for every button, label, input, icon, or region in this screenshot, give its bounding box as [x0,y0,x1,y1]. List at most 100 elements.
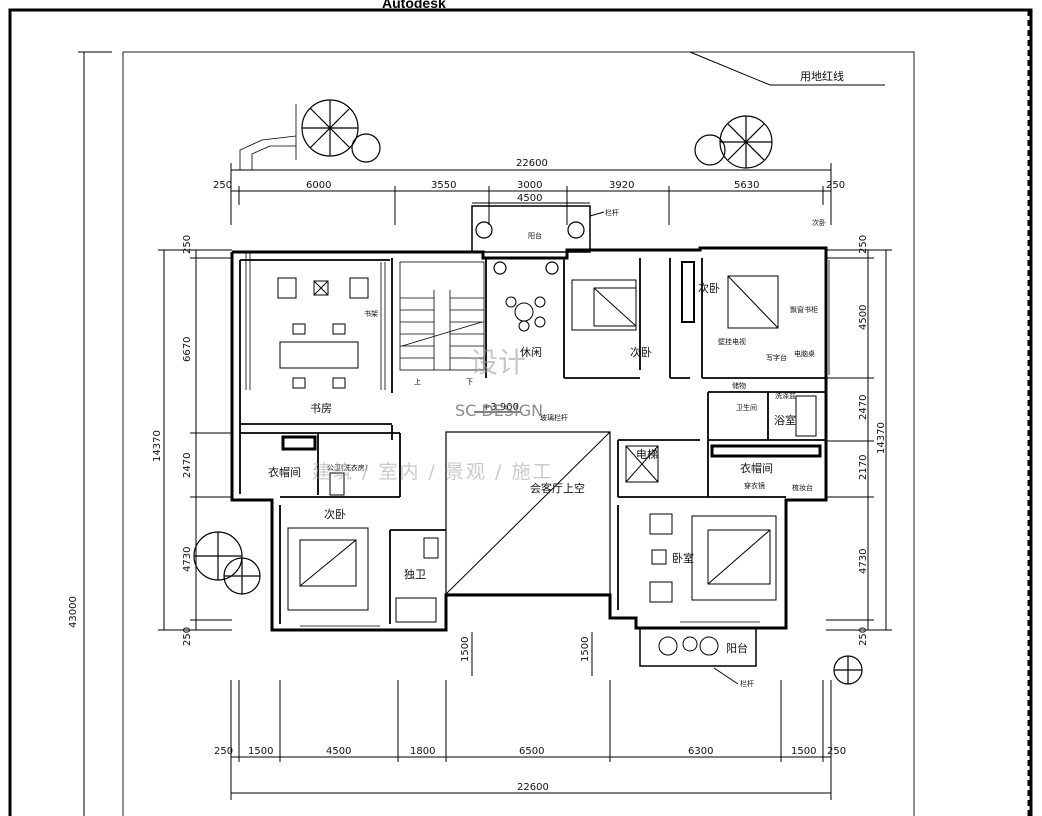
bottom-balcony-label: 阳台 [726,641,748,655]
right-dim-5: 4730 [858,549,869,574]
landscape-trees [193,99,863,685]
study-label: 书房 [310,402,332,415]
living-void-outline [445,431,611,595]
top-balcony-label: 阳台 [528,231,542,240]
top-balcony-outline [471,205,591,253]
cloakroom-right-label: 衣帽间 [740,461,773,475]
right-total-dimension: 14370 [876,422,887,454]
pc-desk-note: 电脑桌 [794,349,815,358]
windows [245,253,830,627]
projection-dim-right: 1500 [580,637,591,662]
watermark-sub: SC DESIGN [455,401,543,420]
right-dim-1: 250 [858,235,869,254]
bottom-dim-5: 6500 [519,746,544,757]
projection-dim-left: 1500 [460,637,471,662]
shower-label: 浴室 [774,413,796,427]
elevator-box [625,445,659,483]
glass-railing-note: 玻璃栏杆 [540,413,568,422]
bookshelf-note: 书架 [364,309,378,318]
fitting-mirror-note: 穿衣镜 [744,481,765,490]
railing-top-leader [589,211,605,217]
laundry-note: 洗涤盆 [775,391,796,400]
bathtub [795,395,817,437]
right-wardrobe [710,444,822,458]
top-dim-6: 5630 [734,180,759,191]
lounge-label: 休闲 [520,345,542,359]
bedroom-lower-left-furniture [287,527,439,623]
desk-note: 写字台 [766,353,787,362]
left-dim-2: 6670 [182,337,193,362]
master-bedroom-label: 卧室 [672,551,694,565]
railing-top-note: 栏杆 [605,208,619,217]
elevator-x2 [625,445,659,483]
window-seat-note: 飘窗书柜 [790,305,818,314]
bedroom-mid-furniture [571,279,637,331]
left-dim-4: 4730 [182,547,193,572]
balcony-width-dimension: 4500 [517,193,542,204]
top-dimension-lines [230,163,832,225]
property-line-leader [689,51,885,86]
public-bath-label: 公卫(洗衣房) [327,463,368,472]
entry-path-sketch [239,104,297,170]
top-dim-1: 250 [213,180,232,191]
top-total-dimension: 22600 [516,158,548,169]
right-dim-2: 4500 [858,305,869,330]
property-line-label: 用地红线 [800,69,844,83]
overall-height-label: 43000 [68,596,79,628]
living-void-label: 会客厅上空 [530,481,585,495]
bottom-dim-6: 6300 [688,746,713,757]
bottom-balcony-chairs [658,636,719,656]
top-dim-7: 250 [826,180,845,191]
bottom-dimension-lines [230,680,832,800]
left-dim-3: 2470 [182,453,193,478]
interior-walls [239,258,826,624]
storage-note: 储物 [732,381,746,390]
left-dim-1: 250 [182,235,193,254]
site-boundary [122,51,915,816]
stairs-down-label: 下 [466,378,473,386]
stairs-up-label: 上 [414,377,421,386]
wall-tv-note: 壁挂电视 [718,337,746,346]
watermark-main: 设计 [470,346,526,379]
bedroom-mid-label: 次卧 [630,345,652,359]
bottom-balcony-outline [639,627,757,667]
master-bedroom-furniture [649,513,777,603]
living-void-diagonal [445,431,611,595]
bottom-dim-8: 250 [827,746,846,757]
top-dim-2: 6000 [306,180,331,191]
right-dim-3: 2470 [858,395,869,420]
lounge-furniture [505,296,546,332]
study-furniture [277,277,369,451]
bottom-dim-2: 1500 [248,746,273,757]
private-bath-label: 独卫 [404,568,426,581]
left-dimension-lines [158,249,232,631]
bottom-dim-3: 4500 [326,746,351,757]
drawing-frame [8,8,1033,816]
top-dim-4: 3000 [517,180,542,191]
staircase [399,261,485,371]
cloakroom-left-label: 衣帽间 [268,465,301,479]
left-dim-5: 250 [182,627,193,646]
watermark-services: 建筑 / 室内 / 景观 / 施工 [312,461,553,483]
bottom-dim-7: 1500 [791,746,816,757]
right-dim-4: 2170 [858,455,869,480]
dresser-note: 梳妆台 [792,483,813,492]
app-header-title: Autodesk [382,0,446,11]
bottom-dim-1: 250 [214,746,233,757]
exterior-walls [230,246,828,632]
left-total-dimension: 14370 [152,430,163,462]
bottom-dim-4: 1800 [410,746,435,757]
railing-bottom-note: 栏杆 [740,679,754,688]
elevator-label: 电梯 [636,448,658,461]
right-dimension-lines [826,249,892,631]
second-bedroom-tag: 次卧 [812,218,826,227]
top-dim-3: 3550 [431,180,456,191]
right-dim-6: 250 [858,627,869,646]
bedroom-right-furniture [681,261,779,329]
bedroom-lower-left-label: 次卧 [324,507,346,521]
bath-right-label: 卫生间 [736,403,757,412]
bedroom-right-label: 次卧 [698,281,720,295]
public-bath-toilet [329,472,345,496]
bottom-total-dimension: 22600 [517,782,549,793]
